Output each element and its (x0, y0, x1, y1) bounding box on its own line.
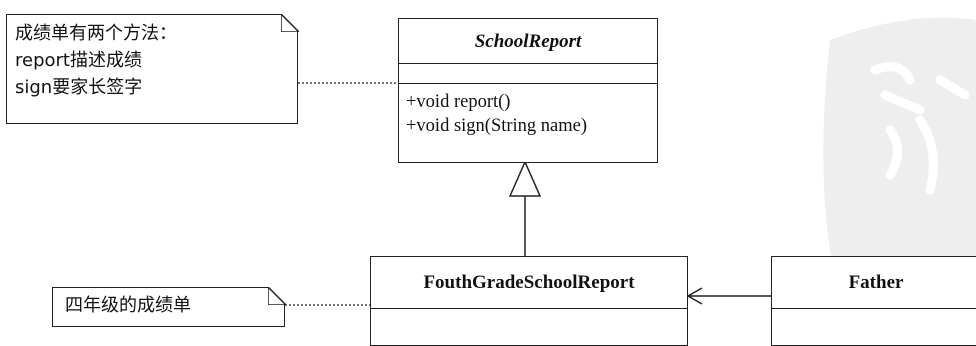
method-sign: +void sign(String name) (406, 116, 588, 136)
class-father[interactable]: Father (771, 256, 976, 346)
note-fold-icon (280, 13, 299, 32)
class-fourth-grade-school-report[interactable]: FouthGradeSchoolReport (370, 256, 688, 346)
note-fold-icon (267, 286, 286, 305)
note-line-3: sign要家长签字 (15, 77, 143, 98)
class-name: FouthGradeSchoolReport (371, 257, 687, 309)
class-attributes (772, 309, 976, 331)
class-attributes (399, 64, 657, 84)
class-attributes (371, 309, 687, 331)
note-line-2: report描述成绩 (15, 50, 142, 71)
method-report: +void report() (406, 92, 511, 112)
class-school-report[interactable]: SchoolReport +void report() +void sign(S… (398, 18, 658, 163)
class-name: SchoolReport (399, 19, 657, 64)
note-line-1: 四年级的成绩单 (65, 295, 191, 316)
note-school-report: 成绩单有两个方法： report描述成绩 sign要家长签字 (6, 13, 299, 124)
note-line-1: 成绩单有两个方法： (15, 23, 177, 44)
generalization-arrowhead (508, 160, 542, 197)
diagram-connectors (285, 82, 771, 306)
class-methods: +void report() +void sign(String name) (399, 84, 657, 138)
association-arrowhead (686, 287, 703, 305)
note-fourth-grade: 四年级的成绩单 (52, 286, 286, 327)
class-name: Father (772, 257, 976, 309)
